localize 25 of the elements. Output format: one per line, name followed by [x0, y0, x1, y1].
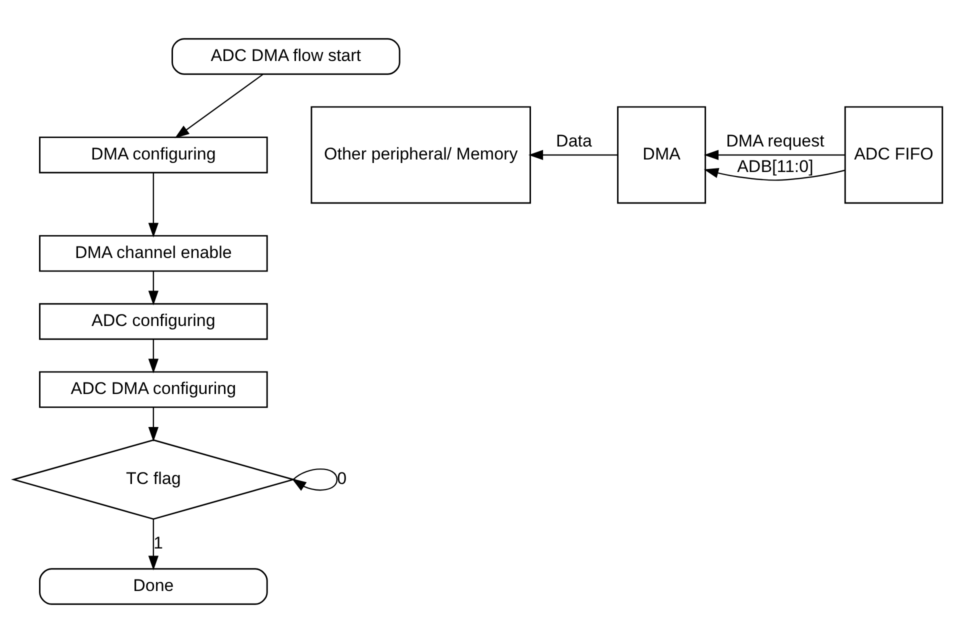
node-box: ADC FIFO [844, 106, 944, 204]
node-box: ADC configuring [39, 303, 268, 340]
edge-label: DMA request [726, 132, 824, 151]
arrow [528, 150, 618, 160]
edge-label: Data [556, 132, 592, 151]
node-box: DMA configuring [39, 136, 268, 174]
edge-label: 0 [337, 469, 347, 488]
node-box: ADC DMA configuring [39, 371, 268, 408]
arrow [704, 168, 846, 181]
arrow [148, 172, 159, 238]
arrow [174, 74, 264, 138]
arrow [148, 519, 159, 570]
node-diamond: TC flag [10, 439, 296, 520]
node-box: DMA [617, 106, 706, 204]
arrow [148, 339, 159, 374]
node-box: Other peripheral/ Memory [310, 106, 531, 204]
node-box: DMA channel enable [39, 235, 268, 272]
arrow [148, 271, 159, 306]
node-box: Done [39, 568, 268, 605]
arrow [148, 407, 159, 442]
arrow [292, 468, 338, 491]
edge-label: 1 [154, 533, 164, 552]
edge-label: ADB[11:0] [737, 157, 814, 176]
arrow [704, 150, 845, 160]
node-box: ADC DMA flow start [172, 38, 400, 75]
